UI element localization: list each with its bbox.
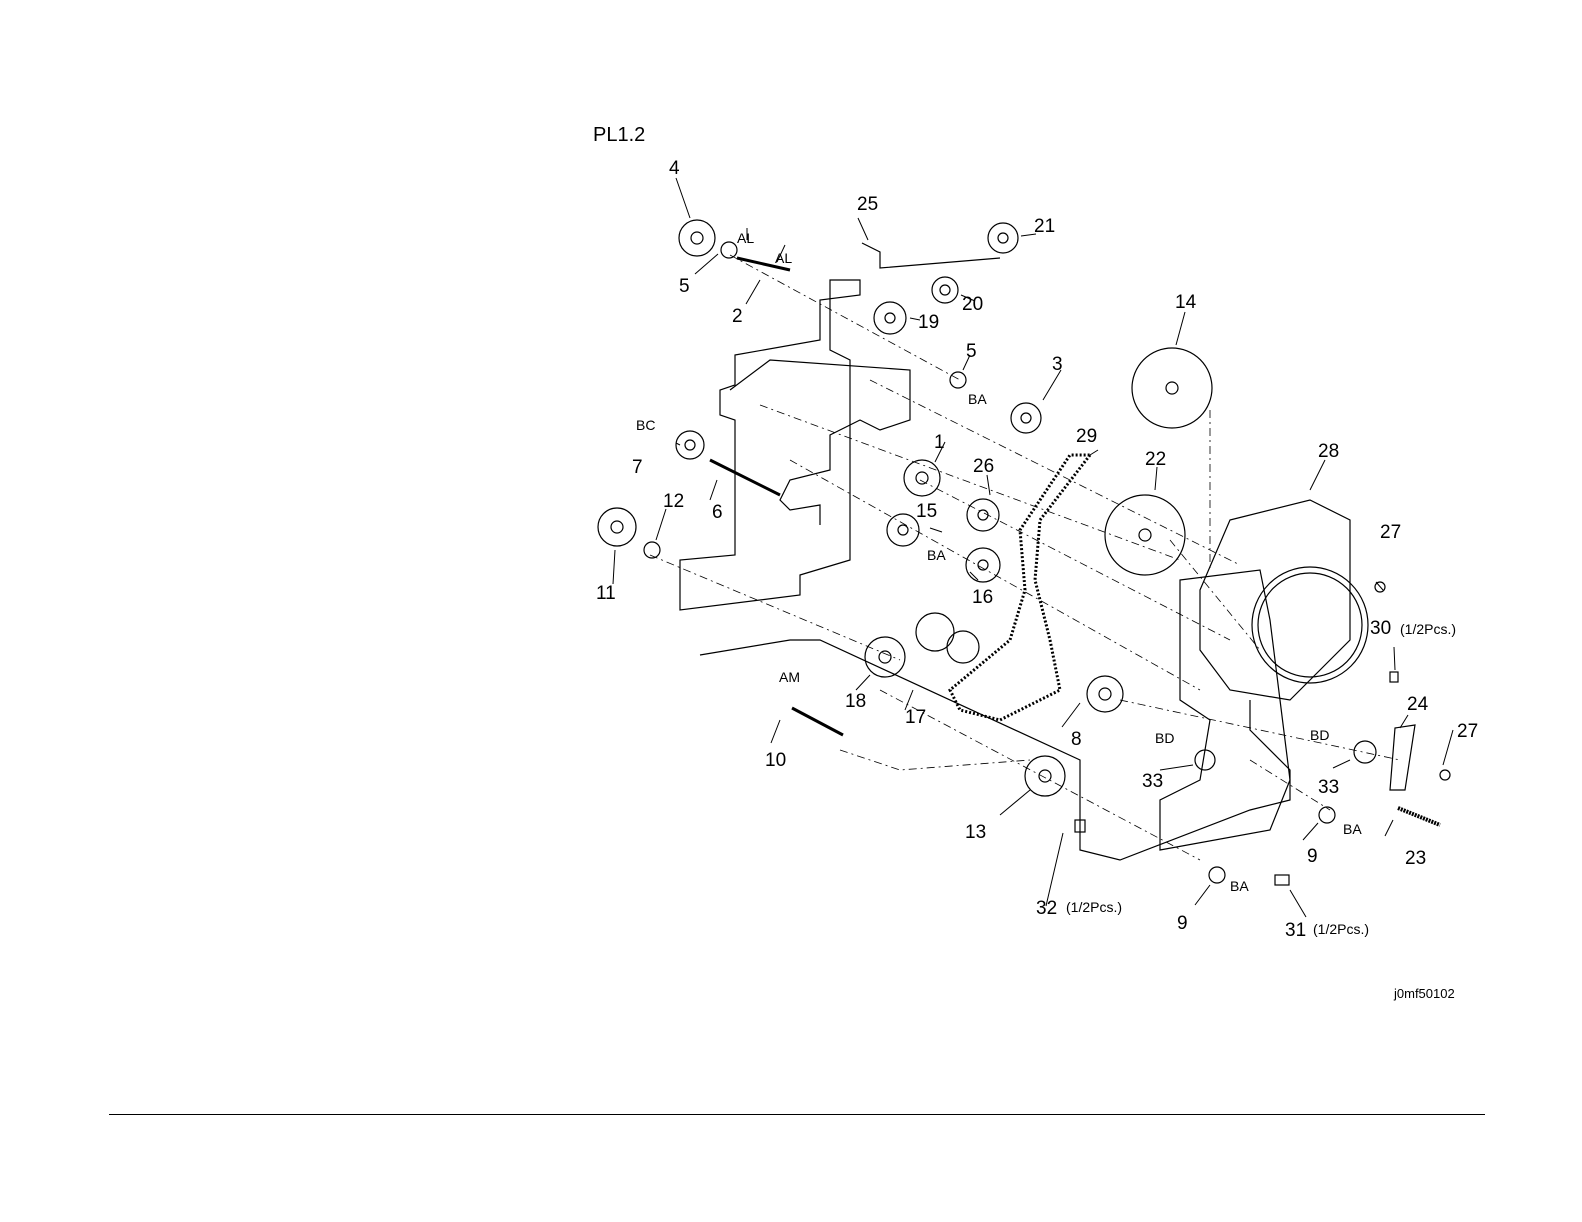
gear-14 — [1132, 348, 1212, 428]
ref-am: AM — [779, 669, 800, 685]
shaft-10 — [792, 708, 843, 735]
callout-32: 32 — [1036, 898, 1057, 919]
callout-33-left: 33 — [1142, 771, 1163, 792]
gear-20 — [932, 277, 958, 303]
gear-8 — [1087, 676, 1123, 712]
actuator-24 — [1390, 725, 1415, 790]
bearing-33-right — [1354, 741, 1376, 763]
footer-rule — [109, 1114, 1485, 1115]
callout-3: 3 — [1052, 354, 1063, 375]
ref-ba-3: BA — [1343, 821, 1362, 837]
screw-27-right — [1440, 770, 1450, 780]
frame-bracket — [730, 360, 910, 525]
gear-18 — [865, 637, 905, 677]
ref-ba-2: BA — [927, 547, 946, 563]
callout-22: 22 — [1145, 449, 1166, 470]
callout-24: 24 — [1407, 694, 1429, 715]
callout-8: 8 — [1071, 729, 1082, 750]
gear-11 — [598, 508, 636, 546]
callout-26: 26 — [973, 456, 994, 477]
gear-17 — [916, 613, 979, 663]
callout-16: 16 — [972, 587, 993, 608]
qty-note-32: (1/2Pcs.) — [1066, 899, 1122, 915]
gear-13 — [1025, 756, 1065, 796]
quantity-notes: (1/2Pcs.) (1/2Pcs.) (1/2Pcs.) — [1066, 621, 1456, 937]
ref-bd-2: BD — [1310, 727, 1329, 743]
gear-3 — [1011, 403, 1041, 433]
callout-2: 2 — [732, 306, 743, 327]
ref-ba-1: BA — [968, 391, 987, 407]
callout-4: 4 — [669, 158, 680, 179]
guide-lines — [650, 255, 1400, 860]
callout-17: 17 — [905, 707, 926, 728]
ref-al-2: AL — [775, 250, 792, 266]
callout-21: 21 — [1034, 216, 1055, 237]
callout-11: 11 — [596, 583, 616, 604]
ref-bd-1: BD — [1155, 730, 1174, 746]
callout-15: 15 — [916, 501, 937, 522]
callout-5-mid: 5 — [966, 341, 977, 362]
callout-5-top: 5 — [679, 276, 690, 297]
callout-7: 7 — [632, 457, 643, 478]
callout-30: 30 — [1370, 618, 1391, 639]
callout-27-top: 27 — [1380, 522, 1401, 543]
leader-lines — [613, 178, 1453, 917]
callout-33-right: 33 — [1318, 777, 1339, 798]
callout-28: 28 — [1318, 441, 1339, 462]
bearing-9-right — [1319, 807, 1335, 823]
gear-26 — [967, 499, 999, 531]
gear-16 — [966, 548, 1000, 582]
qty-note-30: (1/2Pcs.) — [1400, 621, 1456, 637]
shaft-6 — [710, 460, 780, 495]
gear-4 — [679, 220, 715, 256]
callout-14: 14 — [1175, 292, 1197, 313]
figure-id: j0mf50102 — [1394, 986, 1455, 1001]
side-plate — [1160, 570, 1290, 850]
qty-note-31: (1/2Pcs.) — [1313, 921, 1369, 937]
bracket-25 — [862, 243, 1000, 268]
spring-23 — [1398, 808, 1440, 825]
motor-mount — [1200, 500, 1350, 700]
callout-10: 10 — [765, 750, 786, 771]
clip-31 — [1275, 875, 1289, 885]
bearing-9-bottom — [1209, 867, 1225, 883]
callout-27-right: 27 — [1457, 721, 1478, 742]
gear-22 — [1105, 495, 1185, 575]
gear-19 — [874, 302, 906, 334]
ref-bc: BC — [636, 417, 655, 433]
callout-29: 29 — [1076, 426, 1097, 447]
callout-25: 25 — [857, 194, 878, 215]
callout-13: 13 — [965, 822, 986, 843]
gear-7 — [676, 431, 704, 459]
callout-19: 19 — [918, 312, 939, 333]
ref-ba-4: BA — [1230, 878, 1249, 894]
gear-1 — [904, 460, 940, 496]
callout-20: 20 — [962, 294, 983, 315]
callout-23: 23 — [1405, 848, 1426, 869]
callout-12: 12 — [663, 491, 684, 512]
gear-15 — [887, 514, 919, 546]
callout-9-bottom: 9 — [1177, 913, 1188, 934]
bearing-5-mid — [950, 372, 966, 388]
callout-31: 31 — [1285, 920, 1306, 941]
callout-6: 6 — [712, 502, 723, 523]
bearing-5-top — [721, 242, 737, 258]
callout-9-right: 9 — [1307, 846, 1318, 867]
clip-30 — [1390, 672, 1398, 682]
drive-belt — [950, 455, 1090, 720]
frame-plate — [680, 280, 860, 610]
callout-1: 1 — [934, 432, 945, 453]
callout-18: 18 — [845, 691, 866, 712]
gear-21 — [988, 223, 1018, 253]
ref-al-1: AL — [737, 230, 754, 246]
